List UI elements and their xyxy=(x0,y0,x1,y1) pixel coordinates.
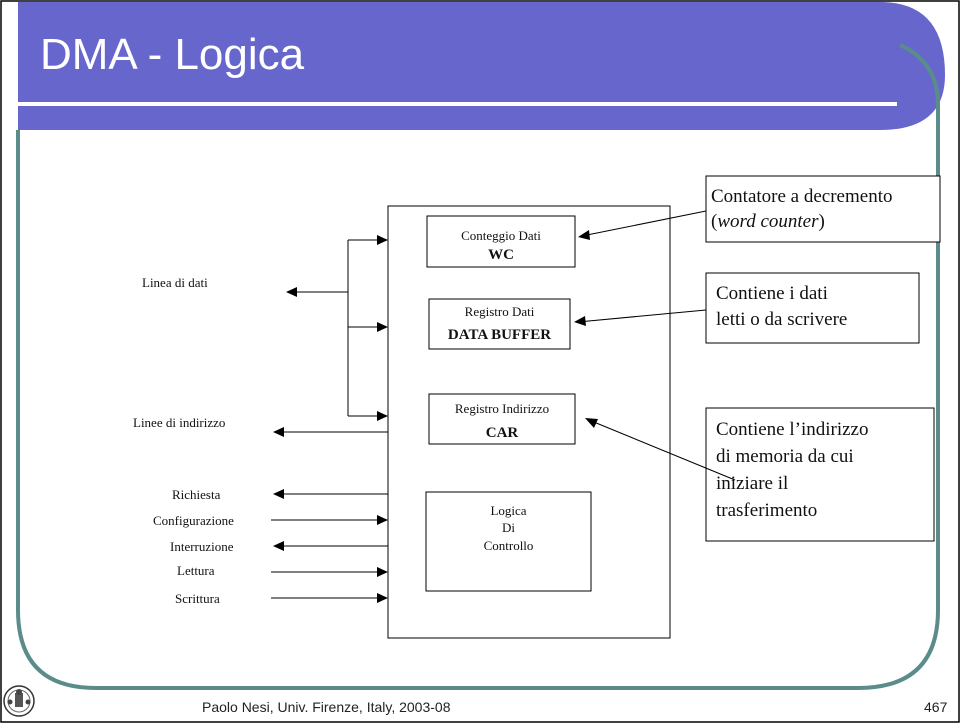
car-register-box xyxy=(428,393,576,445)
scrittura-label: Scrittura xyxy=(175,591,220,606)
wc-callout-pointer xyxy=(581,210,707,237)
wc-callout-box xyxy=(705,175,941,243)
footer-text: Paolo Nesi, Univ. Firenze, Italy, 2003-0… xyxy=(202,699,451,715)
arrow-head xyxy=(377,593,388,603)
arrow-head xyxy=(273,541,284,551)
car-register-code: CAR xyxy=(485,425,519,441)
wc-register-code: WC xyxy=(488,247,514,263)
arrow-head xyxy=(286,287,297,297)
interruzione-label: Interruzione xyxy=(170,539,234,554)
wc-callout-line2: (word counter) xyxy=(711,211,825,232)
control-logic-line2: Di xyxy=(502,520,515,535)
arrow-head xyxy=(377,567,388,577)
data-buffer-callout-line1: Contiene i dati xyxy=(716,283,828,304)
arrow-head xyxy=(578,230,590,240)
car-callout-line3: iniziare il xyxy=(716,473,789,494)
car-callout-line1: Contiene l’indirizzo xyxy=(716,419,869,440)
arrow-head xyxy=(273,489,284,499)
control-logic-line3: Controllo xyxy=(483,538,534,553)
page-number: 467 xyxy=(924,699,948,715)
control-logic-box xyxy=(425,491,592,592)
arrow-head xyxy=(377,515,388,525)
slide-title: DMA - Logica xyxy=(40,30,305,79)
data-buffer-register-name: Registro Dati xyxy=(464,304,535,319)
wc-register-name: Conteggio Dati xyxy=(461,228,541,243)
arrow-head xyxy=(273,427,284,437)
header-bar xyxy=(18,2,945,130)
car-callout-line4: trasferimento xyxy=(716,500,818,521)
content-frame xyxy=(16,43,940,690)
data-buffer-register-box xyxy=(428,298,571,350)
arrow-head xyxy=(585,418,598,428)
wc-register-box xyxy=(426,215,576,268)
lettura-label: Lettura xyxy=(177,563,215,578)
arrow-head xyxy=(377,322,388,332)
data-buffer-callout-box xyxy=(705,272,920,344)
car-register-name: Registro Indirizzo xyxy=(454,401,550,416)
linee-indirizzo-label: Linee di indirizzo xyxy=(133,415,226,430)
arrow-head xyxy=(574,316,586,326)
linea-dati-label: Linea di dati xyxy=(142,275,208,290)
arrow-head xyxy=(377,235,388,245)
data-buffer-callout-pointer xyxy=(577,309,707,323)
data-buffer-callout-line2: letti o da scrivere xyxy=(716,309,848,330)
richiesta-label: Richiesta xyxy=(172,487,221,502)
car-callout-pointer xyxy=(588,419,736,481)
arrow-head xyxy=(377,411,388,421)
data-buffer-register-code: DATA BUFFER xyxy=(447,327,552,343)
wc-callout-line1: Contatore a decremento xyxy=(711,186,893,207)
configurazione-label: Configurazione xyxy=(153,513,234,528)
control-logic-line1: Logica xyxy=(490,503,527,518)
car-callout-line2: di memoria da cui xyxy=(716,446,854,467)
university-seal-icon xyxy=(3,685,35,717)
car-callout-box xyxy=(705,407,935,542)
